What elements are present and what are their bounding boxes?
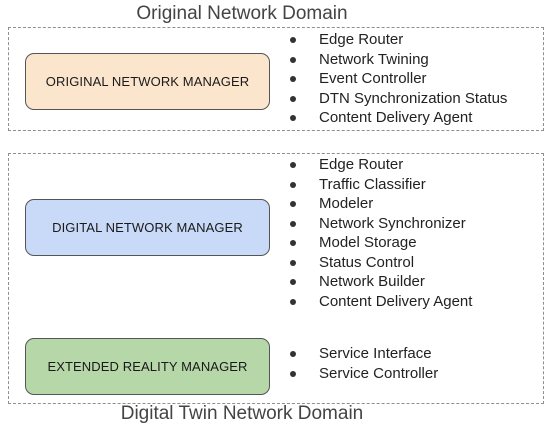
bullet-icon bbox=[290, 370, 296, 377]
original-network-manager-label: ORIGINAL NETWORK MANAGER bbox=[45, 74, 250, 89]
original-network-domain bbox=[8, 27, 544, 131]
extended-reality-manager-label: EXTENDED REALITY MANAGER bbox=[47, 359, 248, 374]
bullet-icon bbox=[290, 95, 296, 102]
bullet-icon bbox=[290, 259, 296, 266]
bullet-icon bbox=[290, 115, 296, 121]
bullet-icon bbox=[290, 37, 296, 43]
bullet-icon bbox=[290, 240, 296, 246]
extended-reality-manager-box: EXTENDED REALITY MANAGER bbox=[25, 338, 270, 395]
bullet-icon bbox=[290, 279, 296, 285]
bullet-icon bbox=[290, 56, 296, 63]
bullet-icon bbox=[290, 220, 296, 227]
bullet-icon bbox=[290, 181, 296, 188]
bullet-icon bbox=[290, 76, 296, 82]
bullet-icon bbox=[290, 162, 296, 168]
digital-network-manager-box: DIGITAL NETWORK MANAGER bbox=[25, 199, 270, 256]
original-network-manager-box: ORIGINAL NETWORK MANAGER bbox=[25, 53, 270, 110]
original-domain-title: Original Network Domain bbox=[136, 3, 348, 24]
bullet-icon bbox=[290, 351, 296, 357]
digital-twin-network-domain bbox=[8, 153, 544, 404]
twin-domain-title: Digital Twin Network Domain bbox=[120, 403, 364, 424]
bullet-icon bbox=[290, 298, 296, 305]
digital-network-manager-label: DIGITAL NETWORK MANAGER bbox=[52, 220, 243, 235]
bullet-icon bbox=[290, 201, 296, 207]
